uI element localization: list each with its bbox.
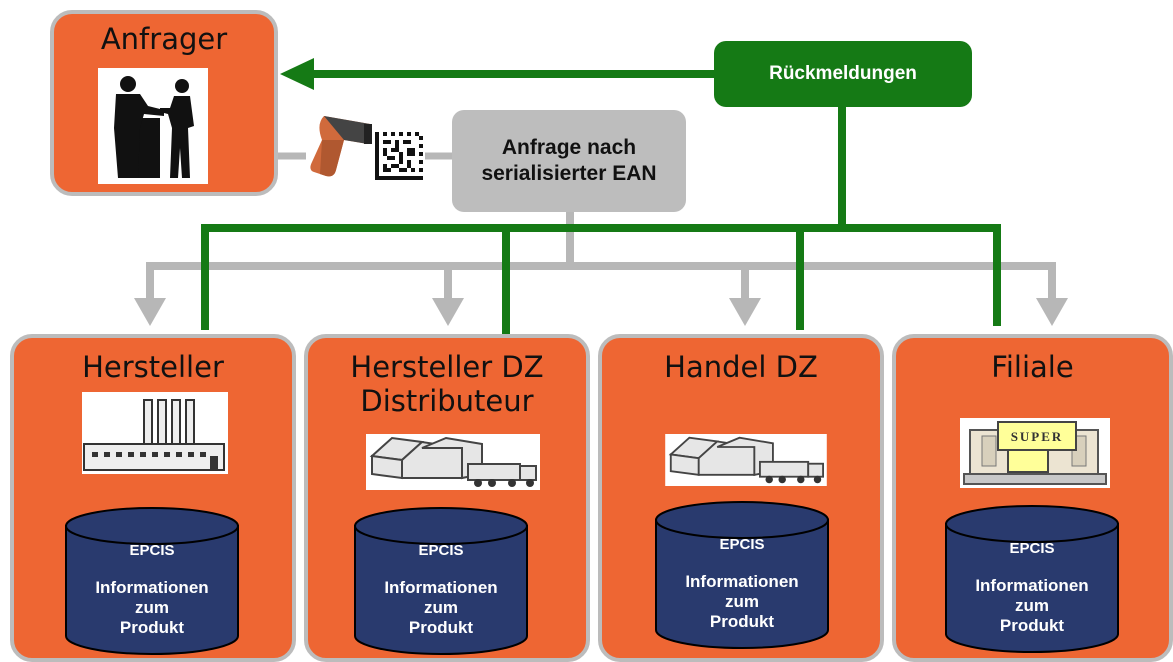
db-line2: zum bbox=[725, 592, 759, 611]
request-line2: serialisierter EAN bbox=[481, 162, 657, 185]
db-text: Informationen zum Produkt bbox=[944, 576, 1120, 636]
db-line3: Produkt bbox=[408, 618, 474, 637]
db-line2: zum bbox=[135, 598, 169, 617]
node-title-line1: Hersteller DZ bbox=[350, 350, 544, 384]
requester-box: Anfrager bbox=[50, 10, 278, 196]
datamatrix-code-icon bbox=[375, 132, 423, 180]
node-title-line2: Distributeur bbox=[360, 384, 534, 418]
db-line1: Informationen bbox=[384, 578, 498, 597]
supermarket-icon: SUPER bbox=[960, 418, 1110, 488]
node-title: Hersteller bbox=[82, 350, 224, 384]
barcode-scanner-icon bbox=[310, 116, 372, 177]
store-sign-text: SUPER bbox=[1011, 429, 1064, 444]
node-title: Hersteller DZ Distributeur bbox=[308, 350, 586, 418]
feedback-label-box: Rückmeldungen bbox=[714, 41, 972, 107]
node-box-filiale: Filiale SUPER EPCIS Informationen zum Pr… bbox=[892, 334, 1173, 662]
epcis-database: EPCIS Informationen zum Produkt bbox=[353, 506, 529, 656]
epcis-database: EPCIS Informationen zum Produkt bbox=[944, 504, 1120, 654]
db-title: EPCIS bbox=[129, 542, 175, 559]
node-box-handel-dz: Handel DZ EPCIS Informationen zum Produk… bbox=[598, 334, 884, 662]
epcis-database: EPCIS Informationen zum Produkt bbox=[654, 500, 830, 650]
db-title: EPCIS bbox=[1009, 540, 1055, 557]
db-line3: Produkt bbox=[709, 612, 775, 631]
requester-title: Anfrager bbox=[100, 22, 228, 56]
db-line3: Produkt bbox=[999, 616, 1065, 635]
db-title: EPCIS bbox=[719, 536, 765, 553]
db-text: Informationen zum Produkt bbox=[64, 578, 240, 638]
node-title: Handel DZ bbox=[664, 350, 818, 384]
db-line2: zum bbox=[1015, 596, 1049, 615]
db-title: EPCIS bbox=[418, 542, 464, 559]
warehouse-truck-icon bbox=[665, 434, 827, 486]
warehouse-truck-icon bbox=[366, 434, 540, 490]
db-line2: zum bbox=[424, 598, 458, 617]
epcis-database: EPCIS Informationen zum Produkt bbox=[64, 506, 240, 656]
factory-icon bbox=[82, 392, 228, 474]
feedback-arrowhead bbox=[280, 58, 314, 90]
request-line1: Anfrage nach bbox=[501, 136, 637, 159]
db-line1: Informationen bbox=[975, 576, 1089, 595]
db-line3: Produkt bbox=[119, 618, 185, 637]
db-text: Informationen zum Produkt bbox=[353, 578, 529, 638]
db-line1: Informationen bbox=[685, 572, 799, 591]
request-label-box: Anfrage nach serialisierter EAN bbox=[452, 110, 686, 212]
node-box-hersteller-dz: Hersteller DZ Distributeur EPCIS Informa… bbox=[304, 334, 590, 662]
node-title: Filiale bbox=[991, 350, 1074, 384]
node-box-hersteller: Hersteller EPCIS Informationen zum Pro bbox=[10, 334, 296, 662]
handshake-silhouette-icon bbox=[98, 68, 208, 184]
db-text: Informationen zum Produkt bbox=[654, 572, 830, 632]
db-line1: Informationen bbox=[95, 578, 209, 597]
feedback-label: Rückmeldungen bbox=[769, 63, 917, 84]
